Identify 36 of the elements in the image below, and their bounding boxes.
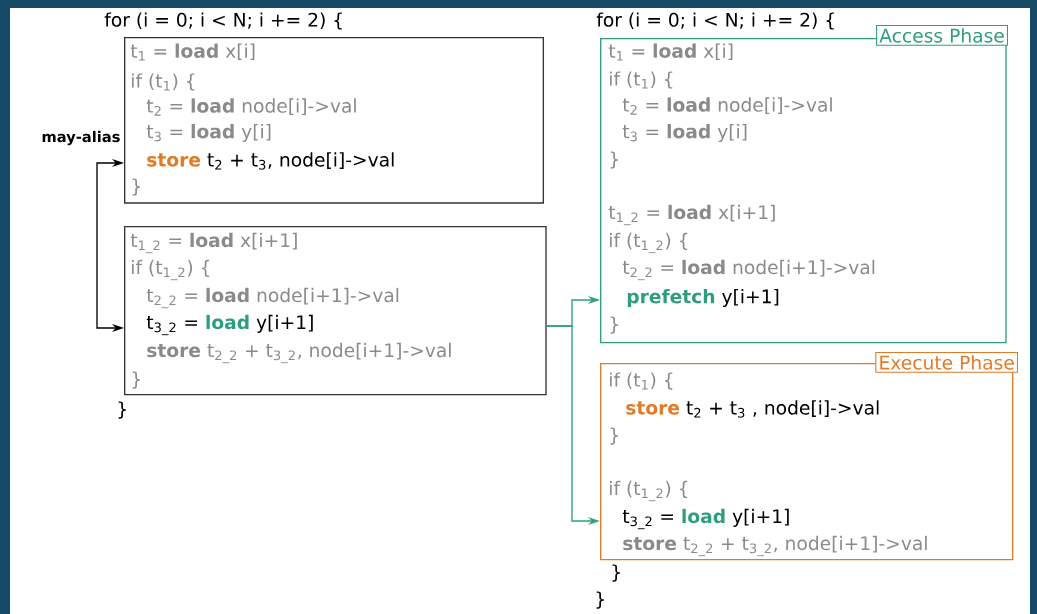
code-line: if (t$_{1}$) {	[132, 73, 195, 91]
code-line: if (t$_{1}$) {	[610, 372, 673, 390]
code-line: t$_{3}$ = load y[i]	[146, 123, 271, 143]
code-line: }	[610, 316, 618, 334]
code-line: for (i = 0; i < N; i += 2) {	[596, 12, 834, 30]
code-line: if (t$_{1_2}$) {	[610, 480, 688, 502]
code-line: t$_{3_2}$ = load y[i+1]	[622, 508, 789, 530]
code-line: }	[118, 401, 126, 419]
code-line: }	[132, 371, 140, 389]
code-line: }	[596, 591, 604, 609]
code-line: if (t$_{1_2}$) {	[610, 232, 688, 254]
code-box	[600, 352, 1018, 561]
code-line: store t$_{2_2}$ + t$_{3_2}$, node[i+1]->val	[147, 342, 451, 364]
code-line: t$_{3}$ = load y[i]	[622, 123, 747, 143]
code-line: }	[610, 151, 618, 169]
code-line: store t$_{2_2}$ + t$_{3_2}$, node[i+1]->val	[623, 535, 927, 557]
code-line: t$_{3_2}$ = load y[i+1]	[146, 314, 313, 336]
code-line: }	[610, 427, 618, 445]
phase-label: Execute Phase	[875, 352, 1018, 373]
code-line: }	[132, 178, 140, 196]
code-line: t$_{1_2}$ = load x[i+1]	[130, 232, 297, 254]
code-line: t$_{1}$ = load x[i]	[130, 43, 255, 61]
code-line: prefetch y[i+1]	[627, 289, 779, 308]
code-line: t$_{2}$ = load node[i]->val	[622, 97, 832, 115]
phase-label: Access Phase	[876, 25, 1008, 46]
code-box	[124, 37, 544, 204]
code-line: t$_{2_2}$ = load node[i+1]->val	[146, 287, 399, 309]
code-line: t$_{1}$ = load x[i]	[608, 43, 733, 61]
code-line: t$_{1_2}$ = load x[i+1]	[608, 204, 775, 226]
code-line: if (t$_{1_2}$) {	[132, 259, 210, 281]
code-line: t$_{2}$ = load node[i]->val	[146, 98, 356, 116]
code-line: if (t$_{1}$) {	[610, 71, 673, 89]
code-box	[124, 226, 547, 396]
code-line: t$_{2_2}$ = load node[i+1]->val	[622, 259, 875, 281]
code-line: store t$_{2}$ + t$_{3}$, node[i]->val	[147, 152, 394, 170]
code-line: store t$_{2}$ + t$_{3}$ , node[i]->val	[626, 400, 879, 418]
